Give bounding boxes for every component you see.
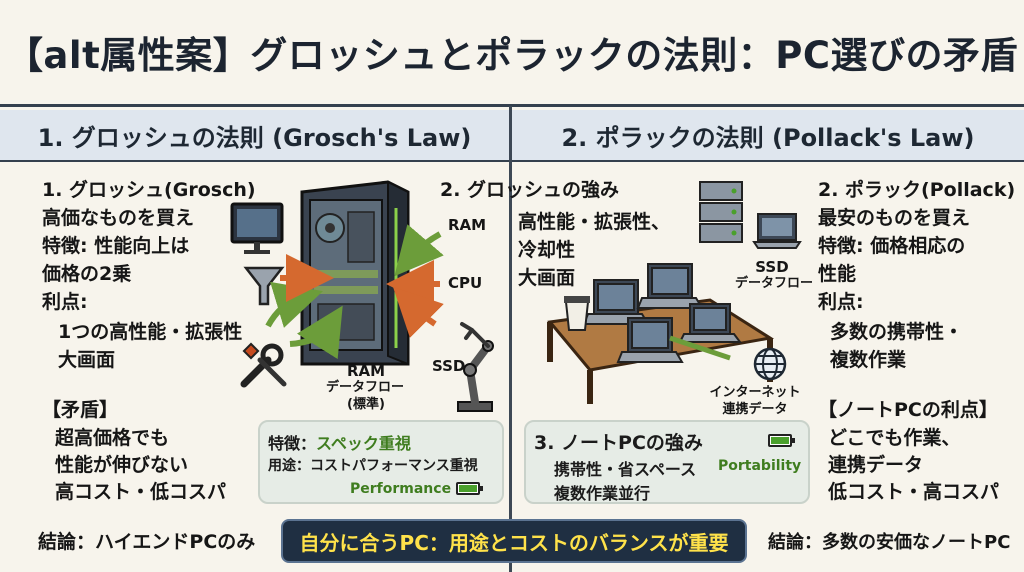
notebook-heading: 【ノートPCの利点】 bbox=[818, 399, 998, 421]
tools-icon bbox=[240, 342, 287, 388]
page-title: 【alt属性案】グロッシュとポラックの法則：PC選びの矛盾 bbox=[5, 34, 1019, 77]
grosch-benefit-label: 利点: bbox=[42, 291, 88, 313]
battery-icon-right bbox=[768, 434, 795, 447]
grosch-feature-2: 価格の2乗 bbox=[42, 263, 132, 285]
monitor-icon bbox=[230, 202, 284, 254]
label-ram-flow-sub: データフロー bbox=[325, 380, 404, 395]
notebook-1: どこでも作業、 bbox=[828, 427, 961, 449]
battery-icon bbox=[456, 482, 483, 495]
contradiction-2: 性能が伸びない bbox=[55, 454, 189, 476]
center-divider bbox=[509, 106, 512, 572]
grosch-heading: 1. グロッシュ(Grosch) bbox=[42, 179, 256, 201]
pollack-benefit-1: 多数の携帯性・ bbox=[830, 321, 964, 343]
pollack-feature: 特徴: 価格相応の bbox=[818, 235, 966, 257]
laptop-icon bbox=[752, 213, 802, 249]
section-rule bbox=[0, 160, 1024, 162]
notebook-info-box: 3. ノートPCの強み 携帯性・省スペース 複数作業並行 Portability bbox=[524, 420, 810, 504]
flow-arrows bbox=[265, 224, 444, 360]
label-cpu: CPU bbox=[448, 274, 483, 292]
box-performance-tag: Performance bbox=[350, 481, 452, 497]
robot-arm-icon bbox=[457, 322, 494, 412]
grosch-info-box: 特徴：スペック重視 用途：コストパフォーマンス重視 Performance bbox=[258, 420, 504, 504]
notebook-strength-title: 3. ノートPCの強み bbox=[534, 432, 703, 454]
label-ssd-right: SSD bbox=[755, 258, 789, 276]
notebook-strength-2: 複数作業並行 bbox=[554, 484, 651, 503]
notebook-strength-1: 携帯性・省スペース bbox=[554, 460, 697, 479]
label-internet-sub: 連携データ bbox=[722, 402, 788, 417]
grosch-strength-1: 高性能・拡張性、 bbox=[518, 211, 671, 233]
pollack-benefit-label: 利点: bbox=[818, 291, 864, 313]
globe-icon bbox=[753, 347, 787, 381]
grosch-feature: 特徴: 性能向上は bbox=[42, 235, 190, 257]
grosch-benefit-2: 大画面 bbox=[58, 349, 116, 371]
funnel-icon bbox=[243, 266, 285, 306]
label-internet: インターネット bbox=[709, 385, 801, 400]
pollack-motto: 最安のものを買え bbox=[818, 207, 971, 229]
contradiction-3: 高コスト・低コスパ bbox=[55, 481, 227, 503]
section-header-pollack: 2. ポラックの法則 (Pollack's Law) bbox=[512, 110, 1024, 160]
grosch-strength-2: 冷却性 bbox=[518, 239, 576, 261]
title-rule bbox=[0, 104, 1024, 107]
contradiction-heading: 【矛盾】 bbox=[42, 399, 119, 421]
box-usage: 用途：コストパフォーマンス重視 bbox=[268, 458, 478, 474]
conclusion-banner: 自分に合うPC：用途とコストのバランスが重要 bbox=[281, 519, 747, 563]
pollack-heading: 2. ポラック(Pollack) bbox=[818, 179, 1016, 201]
box-feature-value: スペック重視 bbox=[316, 434, 411, 453]
grosch-motto: 高価なものを買え bbox=[42, 207, 195, 229]
pollack-conclusion: 結論：多数の安価なノートPC bbox=[768, 532, 1011, 553]
grosch-conclusion: 結論：ハイエンドPCのみ bbox=[38, 531, 256, 553]
grosch-strength-heading: 2. グロッシュの強み bbox=[440, 179, 620, 201]
label-ssd-left: SSD bbox=[432, 357, 466, 375]
notebook-2: 連携データ bbox=[828, 454, 924, 476]
label-ram-flow-note: (標準) bbox=[347, 397, 385, 412]
notebook-3: 低コスト・高コスパ bbox=[828, 481, 1000, 503]
section-header-grosch: 1. グロッシュの法則 (Grosch's Law) bbox=[0, 110, 509, 160]
pollack-benefit-2: 複数作業 bbox=[830, 349, 907, 371]
server-icon bbox=[699, 181, 743, 243]
label-ram: RAM bbox=[448, 216, 487, 234]
grosch-benefit-1: 1つの高性能・拡張性 bbox=[58, 321, 243, 343]
pollack-feature-2: 性能 bbox=[818, 263, 857, 285]
grosch-strength-3: 大画面 bbox=[518, 267, 576, 289]
contradiction-1: 超高価格でも bbox=[55, 427, 170, 449]
label-ssd-right-sub: データフロー bbox=[734, 276, 813, 291]
label-ram-flow: RAM bbox=[346, 362, 386, 380]
box-feature-label: 特徴： bbox=[268, 434, 317, 453]
portability-tag: Portability bbox=[718, 458, 802, 474]
desk-laptops-illustration bbox=[547, 263, 775, 404]
